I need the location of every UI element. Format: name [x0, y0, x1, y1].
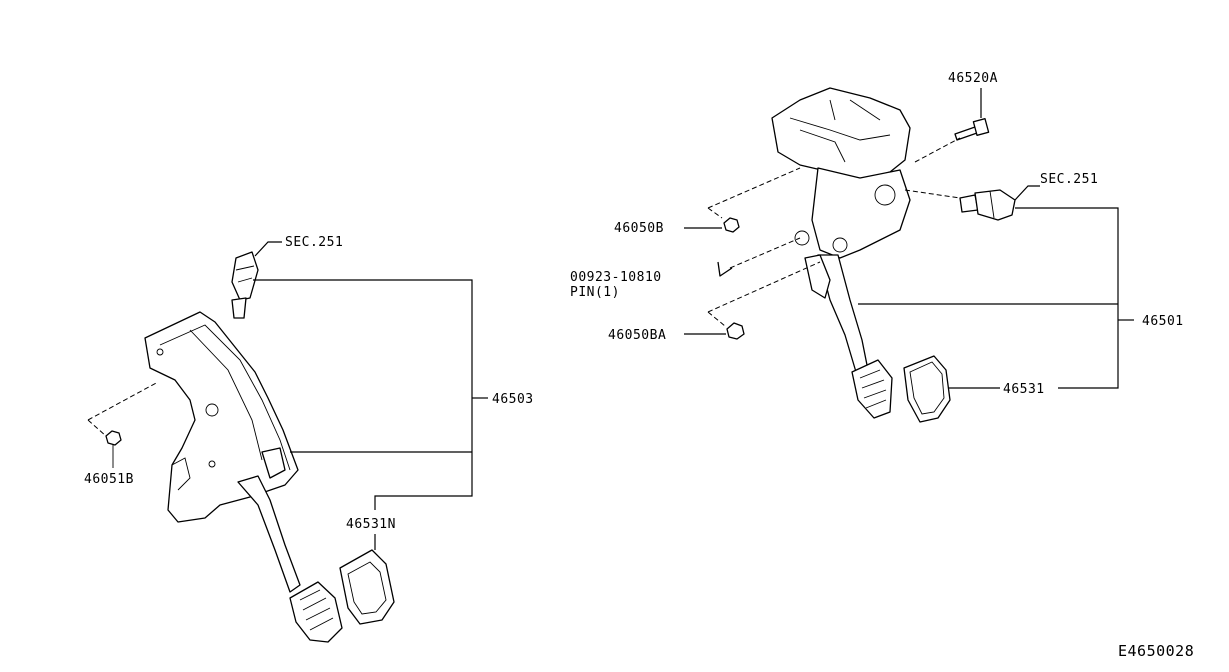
right-pad-label: 46531 — [1003, 382, 1045, 397]
right-assembly-label: 46501 — [1142, 314, 1184, 329]
left-nut-label: 46051B — [84, 472, 134, 487]
left-pad-label: 46531N — [346, 517, 396, 532]
right-pedal-assembly — [684, 87, 1134, 423]
right-nut2-label: 46050BA — [608, 328, 666, 343]
right-pin-number-label: 00923-10810 — [570, 270, 662, 285]
right-sec-label: SEC.251 — [1040, 172, 1098, 187]
left-pedal-assembly — [87, 241, 488, 643]
right-nut1-icon — [723, 217, 740, 233]
right-bolt-label: 46520A — [948, 71, 998, 86]
right-pin-text-label: PIN(1) — [570, 285, 620, 300]
left-nut-icon — [105, 430, 122, 446]
drawing-id-label: E4650028 — [1118, 642, 1194, 660]
left-assembly-label: 46503 — [492, 392, 534, 407]
right-nut1-label: 46050B — [614, 221, 664, 236]
right-nut2-icon — [726, 322, 745, 340]
left-sec-label: SEC.251 — [285, 235, 343, 250]
